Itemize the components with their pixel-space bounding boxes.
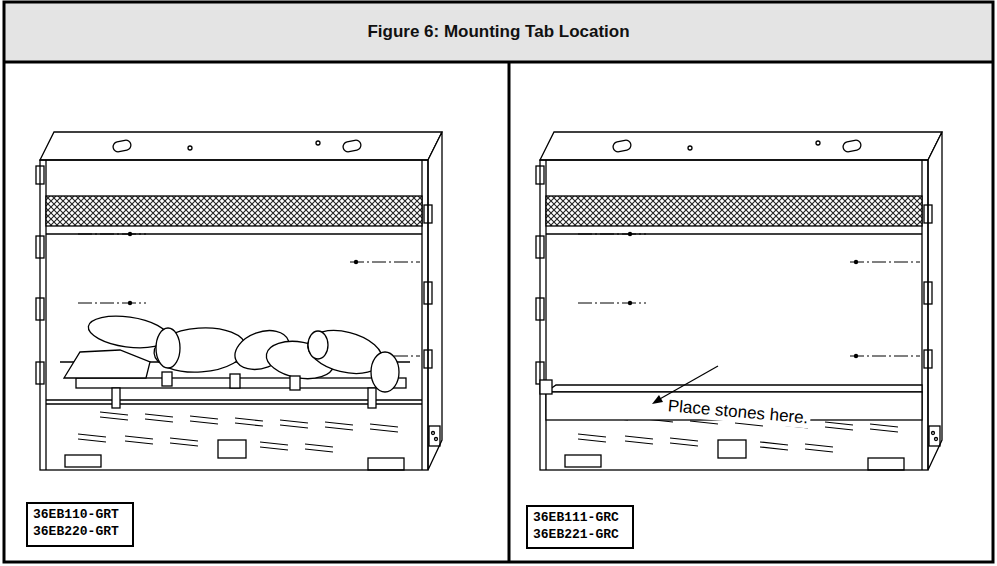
stone-insert-drawing: [536, 132, 942, 470]
log-insert-drawing: [36, 132, 442, 470]
model-number: 36EB220-GRT: [33, 523, 127, 540]
model-number-box: 36EB111-GRC36EB221-GRC: [526, 505, 634, 549]
title-rule: [4, 61, 993, 64]
model-number: 36EB221-GRC: [533, 526, 627, 543]
model-number: 36EB110-GRT: [33, 506, 127, 523]
model-number-box: 36EB110-GRT36EB220-GRT: [26, 502, 134, 547]
log-set: [60, 312, 410, 408]
title-band: [4, 2, 993, 62]
model-number: 36EB111-GRC: [533, 509, 627, 526]
figure-border: [4, 2, 993, 562]
panel-divider: [508, 62, 511, 562]
figure-title: Figure 6: Mounting Tab Location: [6, 4, 991, 60]
